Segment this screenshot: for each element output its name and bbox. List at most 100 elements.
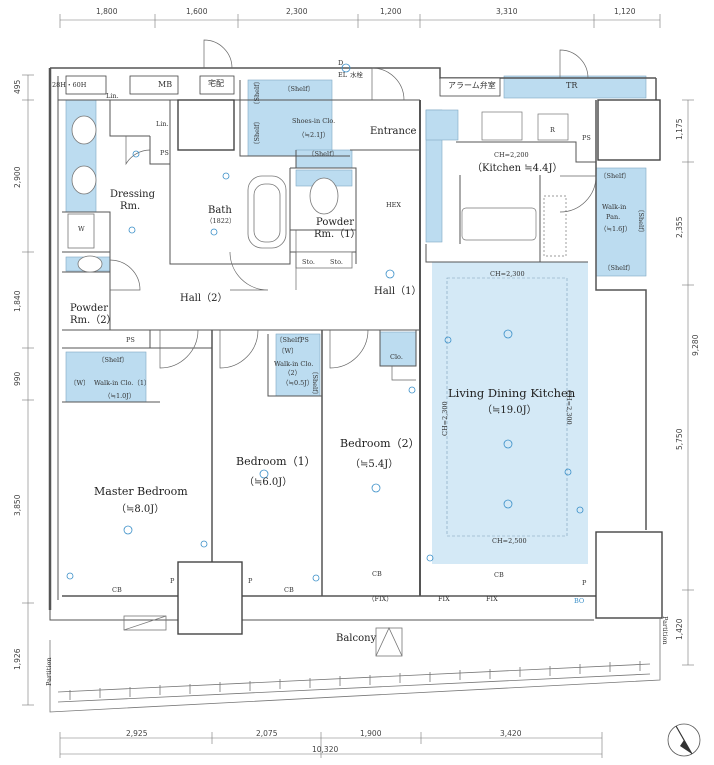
room-balcony-name: Balcony bbox=[336, 633, 377, 644]
room-wic1-area: （≒1.0J） bbox=[104, 392, 136, 400]
dim-top-1: 1,800 bbox=[96, 7, 118, 16]
room-bedroom2-area: （≒5.4J） bbox=[350, 459, 399, 470]
dim-top-2: 1,600 bbox=[186, 7, 208, 16]
dim-left-2: 2,900 bbox=[13, 166, 22, 188]
room-kitchen-name: （Kitchen ≒4.4J） bbox=[472, 163, 563, 174]
label-ch-kitchen: CH=2,200 bbox=[494, 151, 529, 159]
label-ch-living-top: CH=2,300 bbox=[490, 270, 525, 278]
room-wic1-name: Walk-in Clo.（1） bbox=[94, 379, 151, 387]
dim-top-3: 2,300 bbox=[286, 7, 308, 16]
label-hex: HEX bbox=[386, 201, 402, 209]
label-p-3: P bbox=[582, 579, 587, 587]
label-r: R bbox=[550, 126, 555, 134]
label-shelf-5: 〔Shelf〕 bbox=[98, 356, 128, 364]
compass-icon bbox=[667, 723, 701, 757]
label-partition-right: Partition bbox=[661, 616, 669, 645]
dim-left-1: 495 bbox=[13, 79, 22, 94]
living-ceiling-outline bbox=[446, 277, 568, 537]
room-living-name: Living Dining Kitchen bbox=[448, 386, 576, 400]
label-fix-3: FIX bbox=[486, 595, 498, 603]
label-shelf-1: 〔Shelf〕 bbox=[253, 78, 261, 108]
label-takuhai: 宅配 bbox=[208, 79, 224, 88]
dim-right-4: 1,420 bbox=[675, 618, 684, 640]
room-master-name: Master Bedroom bbox=[94, 485, 188, 498]
room-bedroom2-name: Bedroom（2） bbox=[340, 437, 420, 450]
label-shelf-3: 〔Shelf〕 bbox=[253, 118, 261, 148]
label-ps-2: PS bbox=[582, 134, 591, 142]
label-lin-1: Lin. bbox=[106, 92, 119, 100]
room-powder2-name2: Rm.（2） bbox=[70, 315, 117, 326]
kitchen-fixtures bbox=[461, 111, 569, 257]
dim-right-3: 5,750 bbox=[675, 428, 684, 450]
label-shelf-2: 〔Shelf〕 bbox=[284, 85, 314, 93]
room-pantry-area: （≒1.6J） bbox=[600, 225, 632, 233]
label-fix-1: （FIX） bbox=[368, 595, 393, 603]
room-living-area: （≒19.0J） bbox=[482, 405, 537, 416]
living-floor-fill bbox=[432, 262, 588, 564]
walls bbox=[48, 67, 657, 621]
room-bedroom1-area: （≒6.0J） bbox=[244, 477, 293, 488]
room-hall1-name: Hall（1） bbox=[374, 286, 422, 297]
room-dressing-name: Dressing bbox=[110, 189, 156, 200]
label-ew: 水栓 bbox=[350, 71, 363, 79]
label-ps-3: PS bbox=[126, 336, 135, 344]
dim-bottom-3: 1,900 bbox=[360, 729, 382, 738]
label-shelf-w: 〔W〕 bbox=[70, 379, 90, 387]
label-clo: Clo. bbox=[390, 353, 403, 361]
dim-top-4: 1,200 bbox=[380, 7, 402, 16]
balcony bbox=[49, 615, 661, 713]
label-tr: TR bbox=[566, 81, 578, 90]
label-fix-2: FIX bbox=[438, 595, 450, 603]
label-sto-2: Sto. bbox=[330, 258, 343, 266]
label-shelf-8: 〔Shelf〕 bbox=[600, 172, 630, 180]
room-wic2-area: （≒0.5J） bbox=[282, 379, 314, 387]
dim-top-5: 3,310 bbox=[496, 7, 518, 16]
room-wic2-name: Walk-in Clo. bbox=[274, 360, 314, 368]
label-ps-1: PS bbox=[160, 149, 169, 157]
label-cb-2: CB bbox=[284, 586, 294, 594]
label-p-2: P bbox=[248, 577, 253, 585]
room-wic2-name2: （2） bbox=[284, 369, 302, 377]
label-small-top: 28H・60H bbox=[52, 81, 87, 89]
dim-left-3: 1,840 bbox=[13, 290, 22, 312]
label-d: D bbox=[338, 59, 344, 67]
structural-columns bbox=[65, 75, 663, 635]
room-bedroom1-name: Bedroom（1） bbox=[236, 455, 316, 468]
room-powder2-name: Powder bbox=[70, 303, 109, 314]
label-ch-living-bottom: CH=2,500 bbox=[492, 537, 527, 545]
room-shoes-name: Shoes-in Clo. bbox=[292, 117, 336, 125]
label-cb-3: CB bbox=[372, 570, 382, 578]
room-pantry-name2: Pan. bbox=[606, 213, 621, 221]
dim-top-6: 1,120 bbox=[614, 7, 636, 16]
room-dressing-name2: Rm. bbox=[120, 201, 141, 212]
label-mb: MB bbox=[158, 80, 173, 89]
dim-bottom-2: 2,075 bbox=[256, 729, 278, 738]
dim-right-1: 1,175 bbox=[675, 118, 684, 140]
label-partition-left: Partition bbox=[45, 657, 53, 686]
dim-left-5: 3,850 bbox=[13, 494, 22, 516]
label-bo: BO bbox=[574, 597, 585, 605]
label-sto-1: Sto. bbox=[302, 258, 315, 266]
room-bath-sub: （1822） bbox=[206, 217, 236, 225]
label-p-1: P bbox=[170, 577, 175, 585]
room-master-area: （≒8.0J） bbox=[116, 504, 165, 515]
dim-bottom-total: 10,320 bbox=[312, 745, 339, 754]
label-cb-1: CB bbox=[112, 586, 122, 594]
room-hall2-name: Hall（2） bbox=[180, 293, 228, 304]
label-el: EL bbox=[338, 71, 348, 79]
label-shelf-4: 〔Shelf〕 bbox=[308, 150, 338, 158]
label-shelf-10: 〔Shelf〕 bbox=[604, 264, 634, 272]
label-w: W bbox=[78, 225, 85, 233]
label-alarm: アラーム弁室 bbox=[448, 81, 496, 90]
dimension-lines bbox=[22, 14, 694, 758]
dim-bottom-4: 3,420 bbox=[500, 729, 522, 738]
label-ps-4: PS bbox=[300, 336, 309, 344]
room-powder1-name2: Rm.（1） bbox=[314, 229, 361, 240]
dim-right-2: 2,355 bbox=[675, 216, 684, 238]
label-shelf-w2: 〔W〕 bbox=[278, 347, 298, 355]
label-shelf-9: 〔Shelf〕 bbox=[637, 206, 645, 236]
label-cb-4: CB bbox=[494, 571, 504, 579]
electrical-icons bbox=[66, 63, 584, 582]
label-ch-living-left: CH=2,300 bbox=[441, 401, 449, 436]
dim-bottom-1: 2,925 bbox=[126, 729, 148, 738]
